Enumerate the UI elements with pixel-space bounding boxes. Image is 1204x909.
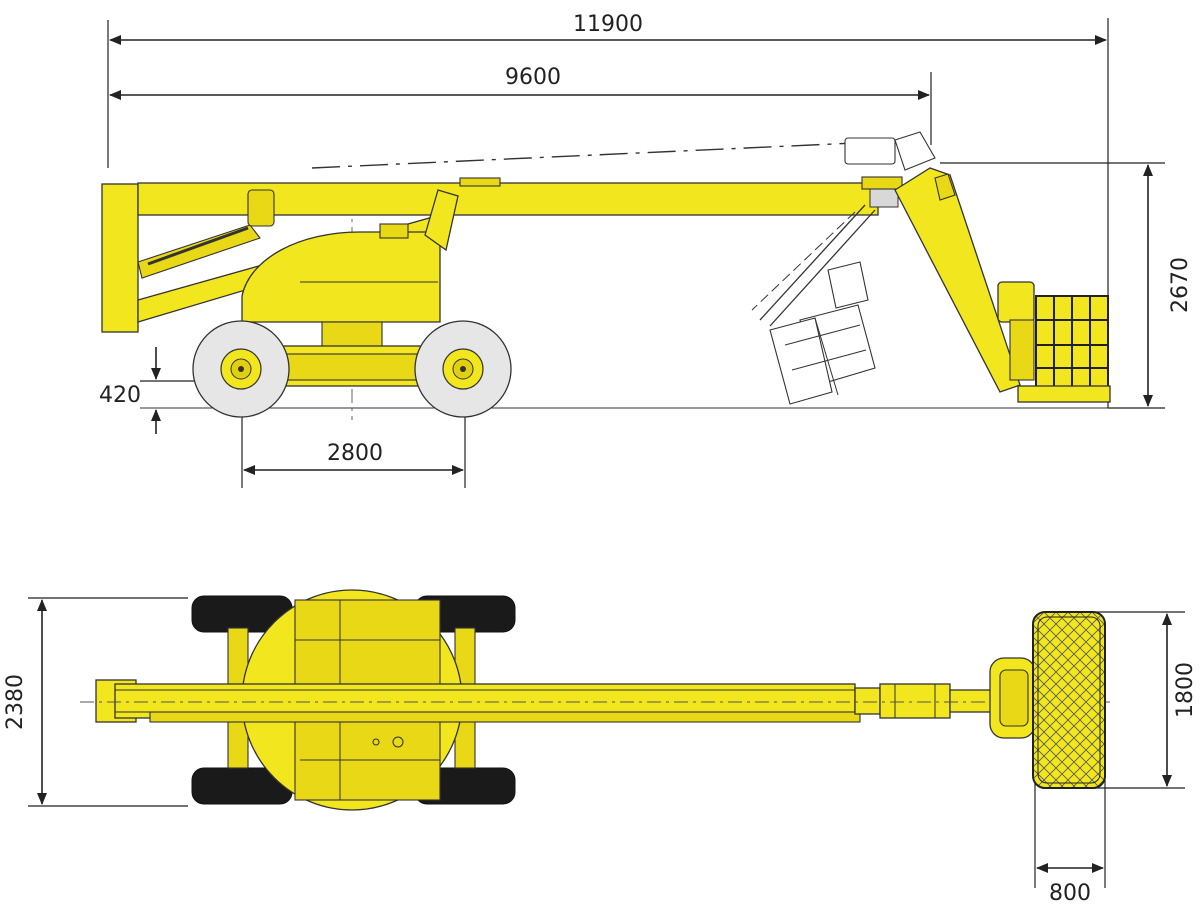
- ghost-jib-basket: [751, 204, 876, 405]
- dim-platform-depth-label: 800: [1049, 881, 1091, 906]
- raised-boom-tip: [844, 131, 936, 171]
- rear-wheel: [192, 320, 290, 418]
- dim-width: 2380: [3, 597, 188, 807]
- dim-height-label: 2670: [1168, 257, 1193, 313]
- dim-total-length: 11900: [107, 12, 1109, 408]
- front-wheel: [414, 320, 512, 418]
- dim-ground-clearance: 420: [99, 347, 240, 434]
- boom-envelope-line: [311, 142, 856, 169]
- dim-ground-clearance-label: 420: [99, 383, 141, 408]
- top-view: 2380 1800 800: [3, 589, 1198, 906]
- jib: [894, 167, 1021, 393]
- top-boom: [95, 679, 996, 723]
- turret: [241, 189, 459, 351]
- side-view: 11900 9600 2670 420 2800: [99, 12, 1193, 488]
- dim-height: 2670: [940, 162, 1193, 409]
- dim-width-label: 2380: [3, 674, 28, 730]
- basket: [997, 281, 1111, 403]
- top-rotator: [989, 657, 1036, 739]
- dim-platform-width-label: 1800: [1173, 662, 1198, 718]
- dim-wheelbase-label: 2800: [327, 441, 383, 466]
- main-boom: [137, 176, 903, 227]
- dim-total-length-label: 11900: [573, 12, 643, 37]
- dim-wheelbase: 2800: [241, 410, 466, 488]
- dim-platform-width: 1800: [1090, 611, 1198, 789]
- top-platform: [1032, 611, 1106, 789]
- dim-boom-length: 9600: [109, 65, 932, 145]
- dim-boom-length-label: 9600: [505, 65, 561, 90]
- dim-platform-depth: 800: [1034, 775, 1106, 906]
